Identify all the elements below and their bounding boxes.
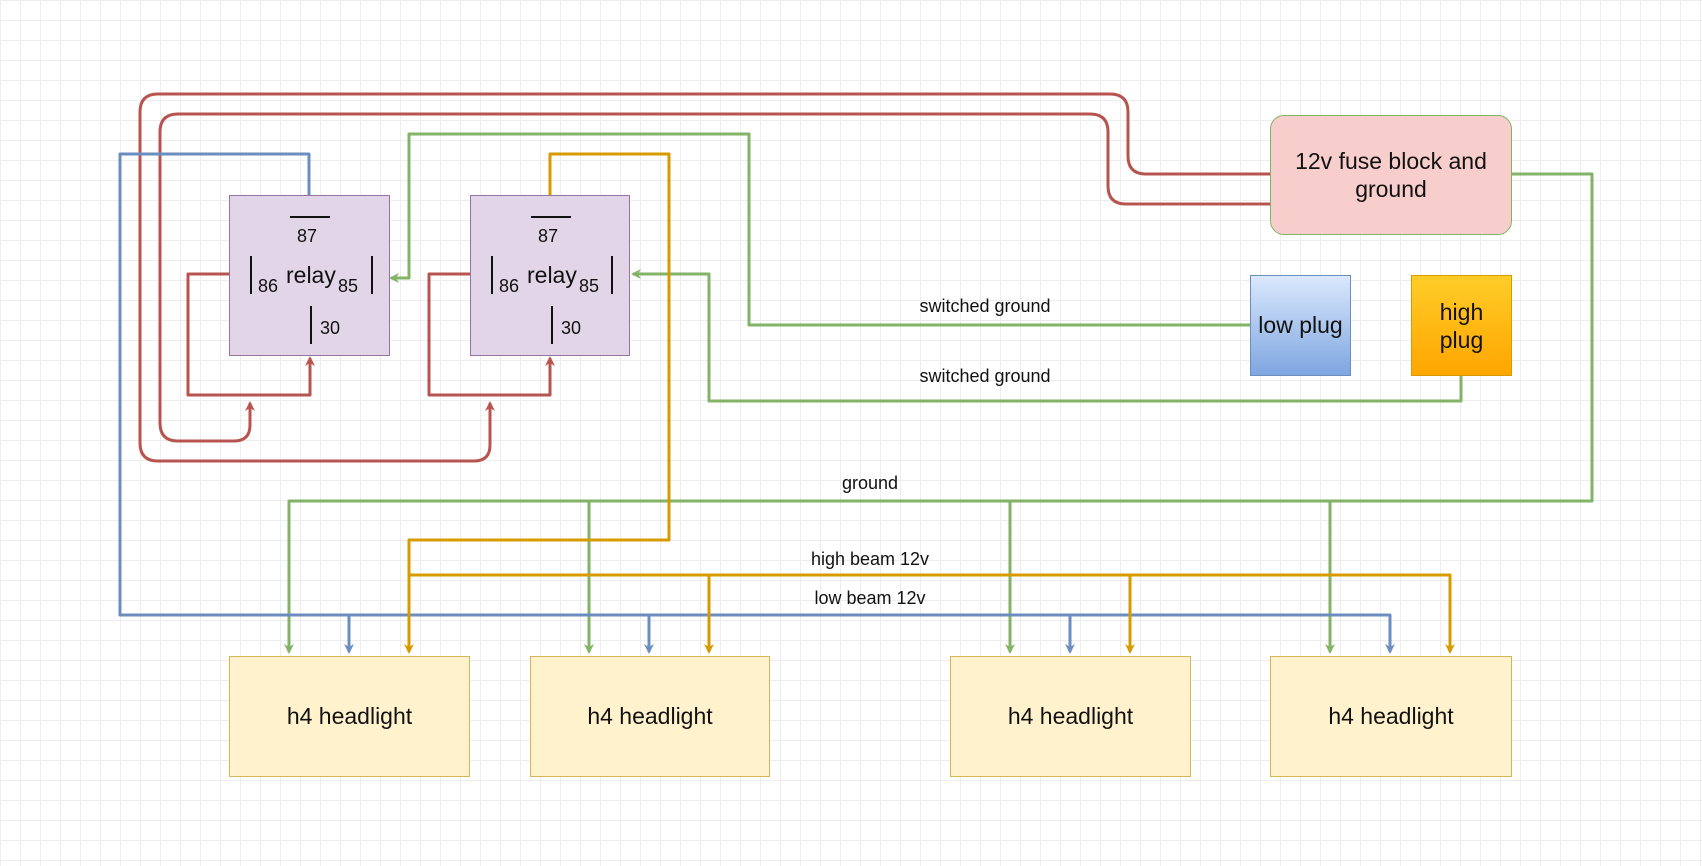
relay-2-pin87-bar — [531, 216, 571, 218]
relay-2-right-bar — [611, 256, 613, 294]
fuse-block[interactable]: 12v fuse block and ground — [1270, 115, 1512, 235]
green-wire-high-plug-switched-ground — [631, 269, 1463, 403]
relay-1-word: relay — [286, 262, 336, 288]
relay-2-pin30: 30 — [561, 318, 582, 338]
high-plug[interactable]: high plug — [1411, 275, 1512, 376]
red-wire-fuse-to-relay2 — [138, 92, 1274, 463]
relay-1-pin87: 87 — [297, 226, 318, 246]
relay-2-word: relay — [527, 262, 577, 288]
yellow-wire-high-beam-bus — [409, 573, 1452, 652]
red-wire-relay2-loop — [427, 272, 555, 397]
label-low-beam: low beam 12v — [814, 588, 926, 608]
relay-1-pin85: 85 — [338, 276, 359, 296]
green-wire-ground-bus — [287, 172, 1594, 652]
relay-1-pin87-bar — [290, 216, 330, 218]
label-ground: ground — [841, 473, 899, 493]
relay-1-left-bar — [250, 256, 252, 294]
low-plug[interactable]: low plug — [1250, 275, 1351, 376]
relay-2-left-bar — [491, 256, 493, 294]
relay-1-pin86: 86 — [258, 276, 279, 296]
blue-wire-low-beam-bus — [118, 152, 1392, 652]
headlight-3[interactable]: h4 headlight — [950, 656, 1191, 777]
relay-2-pin86: 86 — [499, 276, 520, 296]
relay-2-pin85: 85 — [579, 276, 600, 296]
label-switched-ground-high: switched ground — [919, 366, 1051, 386]
relay-1-right-bar — [371, 256, 373, 294]
relay-2-pin30-bar — [551, 306, 553, 344]
relay-1-pin30: 30 — [320, 318, 341, 338]
relay-2-pin87: 87 — [538, 226, 559, 246]
label-switched-ground-low: switched ground — [919, 296, 1051, 316]
red-wire-relay1-loop — [186, 272, 315, 397]
label-high-beam: high beam 12v — [810, 549, 930, 569]
green-wire-low-plug-switched-ground — [389, 132, 1250, 327]
relay-1-pin30-bar — [310, 306, 312, 344]
headlight-1[interactable]: h4 headlight — [229, 656, 470, 777]
relay-2[interactable]: 87 86 relay 85 30 — [470, 195, 630, 356]
red-wire-fuse-to-relay1 — [158, 112, 1274, 443]
headlight-2[interactable]: h4 headlight — [530, 656, 770, 777]
relay-1[interactable]: 87 86 relay 85 30 — [229, 195, 390, 356]
yellow-wire-high-beam-feed — [407, 152, 671, 652]
headlight-4[interactable]: h4 headlight — [1270, 656, 1512, 777]
